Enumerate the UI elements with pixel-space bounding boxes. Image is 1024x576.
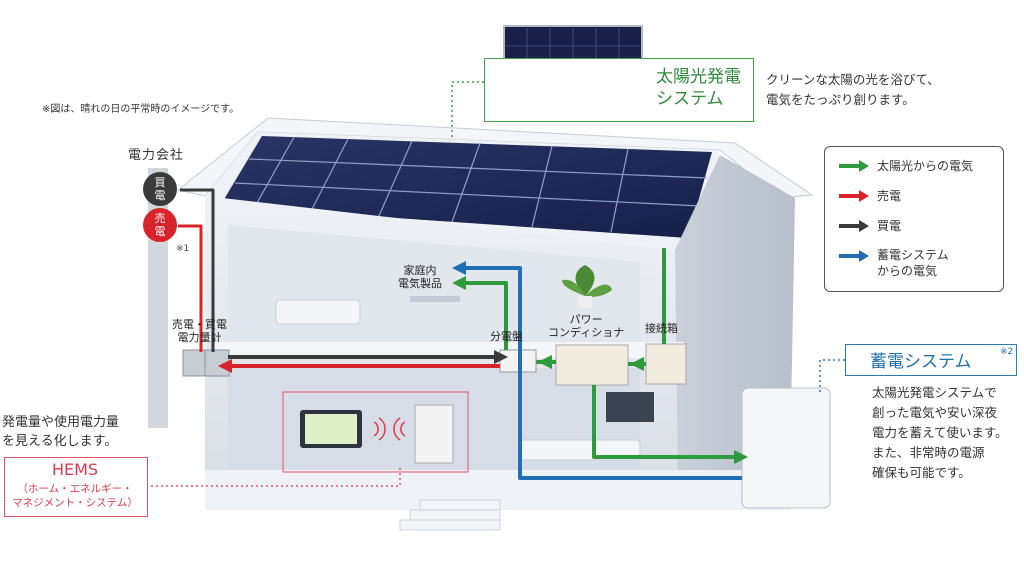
hems-description: 発電量や使用電力量 を見える化します。	[2, 413, 119, 451]
legend-item-buy: 買電	[839, 217, 901, 234]
distribution-panel-label: 分電盤	[490, 330, 523, 343]
wifi-waves	[373, 417, 406, 441]
hems-callout-box	[4, 457, 148, 517]
solar-callout-box	[484, 58, 754, 122]
buy-badge-char-2: 電	[154, 189, 166, 202]
footnote-1: ※1	[176, 244, 190, 254]
hems-sub-line-2: マネジメント・システム）	[12, 497, 138, 509]
legend-label: 買電	[877, 219, 902, 233]
hems-controller	[414, 404, 454, 464]
sell-badge: 売 電	[143, 208, 177, 242]
pcs-label-line-1: パワー	[569, 313, 603, 326]
bed	[275, 299, 361, 325]
arrow-solar-app	[452, 276, 466, 290]
sell-line	[178, 224, 203, 352]
appliances-label-line-1: 家庭内	[403, 264, 437, 277]
arrow-sell	[218, 359, 232, 373]
hems-area	[282, 391, 469, 473]
junction-box-label: 接続箱	[645, 322, 678, 335]
pcs-label-line-2: コンディショナ	[548, 326, 625, 339]
solar-title-line-2: システム	[656, 89, 724, 109]
buy-badge-char-1: 買	[154, 176, 166, 189]
tv	[606, 392, 654, 422]
battery-description: 太陽光発電システムで 創った電気や安い深夜 電力を蓄えて使います。 また、非常時…	[872, 383, 1008, 483]
red-arrow-icon	[839, 190, 869, 202]
battery-title: 蓄電システム	[870, 352, 972, 372]
solar-title-line-1: 太陽光発電	[656, 67, 741, 87]
legend-label: 蓄電システム からの電気	[877, 247, 949, 279]
legend: 太陽光からの電気 売電 買電 蓄電システム からの電気	[824, 146, 1004, 292]
legend-label-line-1: 蓄電システム	[877, 248, 949, 262]
disclaimer-note: ※図は、晴れの日の平常時のイメージです。	[42, 104, 240, 115]
legend-item-solar: 太陽光からの電気	[839, 157, 973, 174]
battery-unit	[741, 387, 831, 509]
hems-subtitle: （ホーム・エネルギー・ マネジメント・システム）	[4, 482, 146, 510]
power-conditioner-box	[555, 344, 629, 386]
solar-line-5	[592, 385, 742, 459]
battery-callout-box	[845, 344, 1017, 376]
appliances-label: 家庭内 電気製品	[398, 264, 442, 290]
buy-line	[180, 188, 215, 352]
battery-line	[460, 266, 742, 480]
arrow-pcs-panel	[538, 355, 552, 369]
meter-label-line-1: 売電・買電	[172, 318, 227, 331]
utility-pole	[148, 168, 168, 428]
solar-description: クリーンな太陽の光を浴びて、 電気をたっぷり創ります。	[766, 70, 940, 110]
power-conditioner-label: パワー コンディショナ	[548, 313, 624, 339]
solar-line-4	[460, 281, 508, 350]
plant	[562, 265, 612, 308]
blue-arrow-icon	[839, 250, 869, 262]
arrow-solar-pcs	[630, 357, 644, 371]
meter-label-line-2: 電力量計	[177, 331, 222, 344]
appliances-label-line-2: 電気製品	[398, 277, 442, 290]
legend-label-line-2: からの電気	[877, 264, 938, 278]
battery-connector	[819, 359, 845, 395]
solar-title: 太陽光発電 システム	[656, 66, 741, 110]
buy-badge: 買 電	[143, 172, 177, 206]
black-arrow-icon	[839, 220, 869, 232]
hems-title: HEMS	[51, 460, 99, 479]
arrow-solar-batt	[734, 450, 748, 464]
hems-desc-line-1: 発電量や使用電力量	[2, 415, 120, 430]
desk	[410, 296, 460, 302]
legend-label: 売電	[877, 189, 902, 203]
sell-badge-char-1: 売	[154, 212, 166, 225]
arrow-batt-app	[452, 261, 466, 275]
legend-item-battery: 蓄電システム からの電気	[839, 247, 949, 279]
power-company-label: 電力会社	[128, 148, 185, 163]
solar-desc-line-1: クリーンな太陽の光を浴びて、	[766, 72, 940, 87]
legend-label: 太陽光からの電気	[877, 159, 974, 173]
solar-desc-line-2: 電気をたっぷり創ります。	[766, 92, 915, 107]
battery-desc-line-3: 電力を蓄えて使います。	[872, 425, 1008, 440]
meters	[182, 349, 230, 377]
battery-desc-line-5: 確保も可能です。	[872, 465, 971, 480]
arrow-buy	[494, 350, 508, 364]
footnote-2: ※2	[1000, 347, 1014, 357]
front-steps	[399, 499, 501, 531]
solar-connector	[451, 81, 484, 140]
junction-box-shape	[645, 343, 687, 385]
battery-desc-line-1: 太陽光発電システムで	[872, 385, 997, 400]
hems-sub-line-1: （ホーム・エネルギー・	[17, 483, 133, 495]
green-arrow-icon	[839, 160, 869, 172]
battery-desc-line-4: また、非常時の電源	[872, 445, 985, 460]
meter-label: 売電・買電 電力量計	[172, 318, 227, 344]
sell-badge-char-2: 電	[154, 225, 166, 238]
legend-item-sell: 売電	[839, 187, 901, 204]
hems-desc-line-2: を見える化します。	[2, 434, 118, 449]
battery-desc-line-2: 創った電気や安い深夜	[872, 405, 998, 420]
